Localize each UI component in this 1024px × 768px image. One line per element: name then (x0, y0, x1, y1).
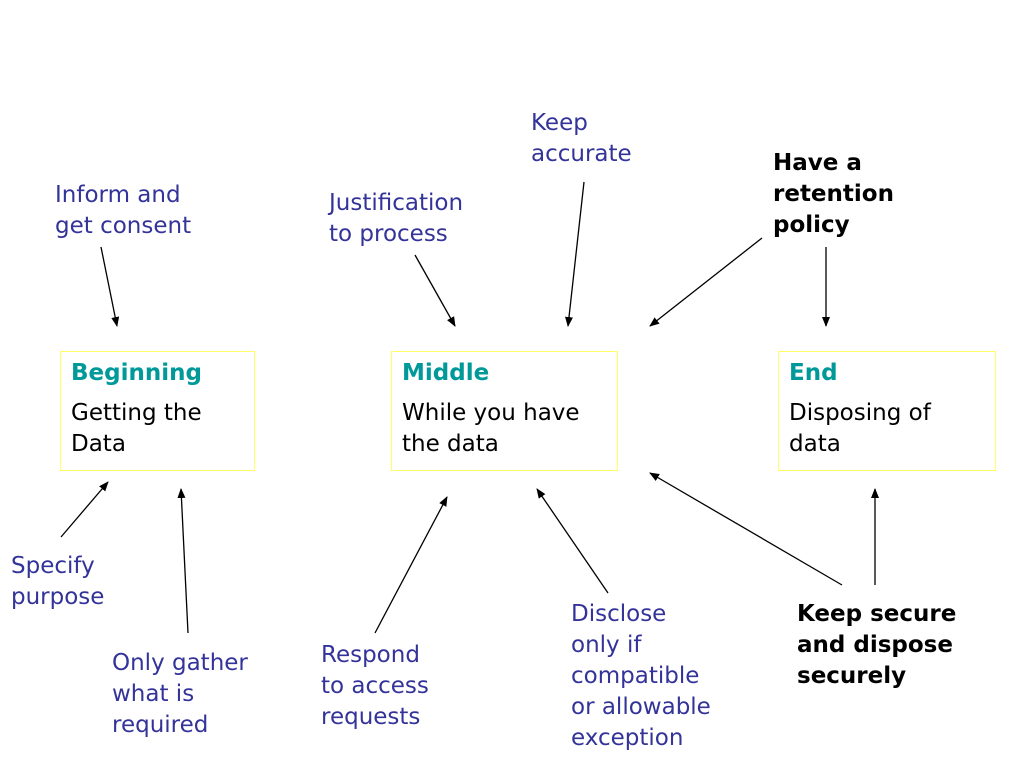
label-only-gather: Only gather what is required (112, 650, 248, 738)
stage-middle-title: Middle (402, 360, 490, 386)
arrow-retention-to-middle (649, 237, 763, 327)
label-keep-secure: Keep secure and dispose securely (797, 601, 957, 689)
stage-beginning: Beginning Getting the Data (60, 351, 255, 471)
label-disclose: Disclose only if compatible or allowable… (571, 601, 711, 751)
label-justification: Justification to process (329, 190, 464, 247)
stage-end: End Disposing of data (778, 351, 996, 471)
stage-beginning-body: Getting the Data (71, 400, 202, 457)
arrow-disclose-to-middle (536, 488, 609, 594)
label-respond-access: Respond to access requests (321, 642, 429, 730)
arrow-gather-to-beginning (177, 488, 189, 634)
label-specify-purpose: Specify purpose (11, 553, 105, 610)
arrow-inform-to-beginning (100, 246, 120, 327)
arrow-respond-to-middle (374, 496, 448, 634)
stage-middle: Middle While you have the data (391, 351, 618, 471)
arrow-accurate-to-middle (565, 181, 585, 327)
arrow-specify-to-beginning (60, 481, 109, 538)
label-inform-consent: Inform and get consent (55, 182, 192, 239)
stage-middle-body: While you have the data (402, 400, 580, 457)
stage-end-body: Disposing of data (789, 400, 931, 457)
label-keep-accurate: Keep accurate (531, 110, 632, 167)
stage-beginning-title: Beginning (71, 360, 202, 386)
arrow-secure-to-middle (649, 472, 843, 586)
stage-end-title: End (789, 360, 838, 386)
label-retention-policy: Have a retention policy (773, 150, 894, 238)
arrow-justification-to-middle (414, 254, 456, 327)
